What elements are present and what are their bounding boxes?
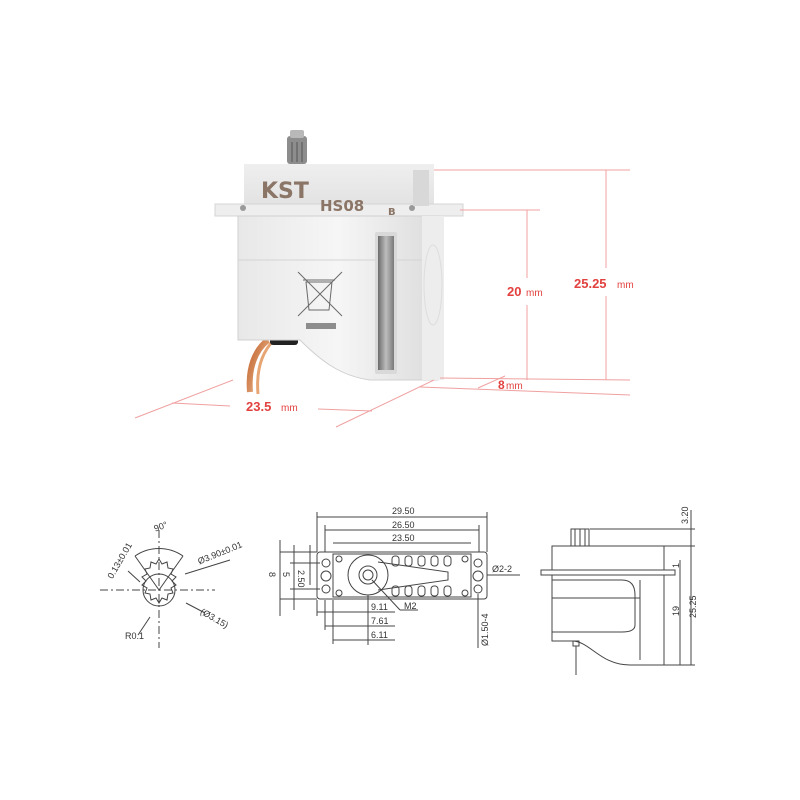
width-dim-1: 29.50 <box>392 506 415 516</box>
height-dim-2: 5 <box>281 572 291 577</box>
gear-radius-label: R0.1 <box>125 631 144 641</box>
model-label: HS08 <box>320 197 364 215</box>
height-dim-3: 2.50 <box>296 570 306 588</box>
offset-dim-1: 9.11 <box>371 602 388 612</box>
gear-inner-dia-label: (Ø3.15) <box>199 606 230 630</box>
height-dim-1: 8 <box>267 572 277 577</box>
side-top-gap-label: 3.20 <box>680 506 690 524</box>
svg-text:mm: mm <box>506 381 523 392</box>
side-body-height-label: 19 <box>671 606 681 616</box>
svg-text:8: 8 <box>498 378 505 392</box>
side-flange-label: 1 <box>671 563 681 568</box>
weee-icon <box>297 271 343 317</box>
svg-text:20: 20 <box>507 284 521 299</box>
side-view-drawing <box>540 510 695 675</box>
svg-text:mm: mm <box>617 280 634 291</box>
gear-left-label: 0.13±0.01 <box>105 541 134 581</box>
gear-angle-label: 90° <box>153 519 170 533</box>
hole-right-label: Ø2-2 <box>492 564 512 574</box>
brand-label: KST <box>261 179 309 204</box>
width-dim-3: 23.50 <box>392 533 415 543</box>
dim-total-height: 25.25 mm <box>574 276 634 291</box>
width-dim-2: 26.50 <box>392 520 415 530</box>
dim-width: 23.5 mm <box>246 399 298 414</box>
dim-body-height: 20 mm <box>507 284 543 299</box>
servo-photo: KST HS08 B <box>214 130 464 395</box>
photo-dimension-lines <box>134 169 631 428</box>
dim-thickness: 8 mm <box>498 378 523 392</box>
side-total-height-label: 25.25 <box>688 595 698 618</box>
offset-dim-3: 6.11 <box>371 630 388 640</box>
gear-outer-dia-label: Ø3.90±0.01 <box>196 539 243 566</box>
top-view-drawing <box>279 512 520 648</box>
gear-drawing <box>100 530 231 648</box>
hole-bottom-label: Ø1.50-4 <box>480 613 490 646</box>
model-suffix-label: B <box>388 207 396 218</box>
svg-text:23.5: 23.5 <box>246 399 271 414</box>
screw-label: M2 <box>404 601 417 611</box>
svg-text:mm: mm <box>281 403 298 414</box>
svg-text:mm: mm <box>526 288 543 299</box>
svg-text:25.25: 25.25 <box>574 276 607 291</box>
offset-dim-2: 7.61 <box>371 616 389 626</box>
